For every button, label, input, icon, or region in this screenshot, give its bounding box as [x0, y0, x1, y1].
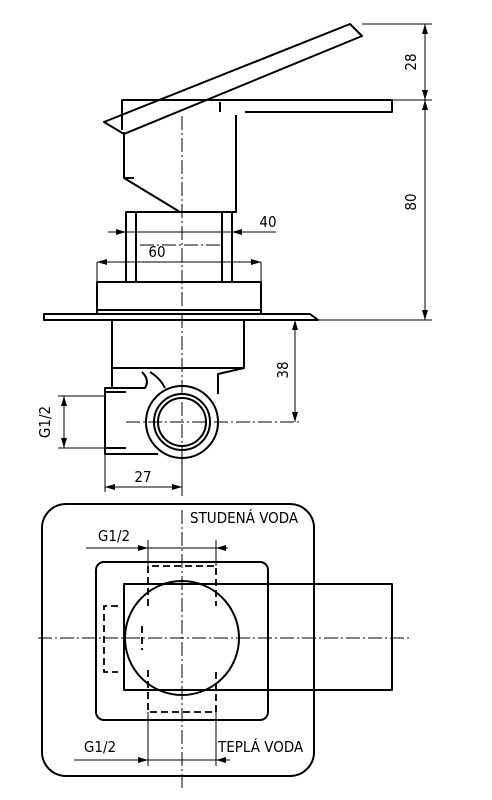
- front-bottom-thread: G1/2: [84, 738, 116, 756]
- neck: [125, 211, 233, 283]
- dim-body-width: 60: [148, 243, 165, 261]
- cold-water-label: STUDENÁ VODA: [190, 508, 299, 527]
- front-top-thread: G1/2: [98, 527, 130, 545]
- dim-neck-width: 40: [259, 213, 276, 231]
- lever-handle: [103, 23, 363, 135]
- dim-side-thread: G1/2: [36, 406, 54, 438]
- dim-port-width: 27: [134, 468, 151, 486]
- front-view: G1/2 G1/2 STUDENÁ VODA TEPLÁ VODA: [38, 503, 412, 790]
- hot-water-label: TEPLÁ VODA: [217, 737, 304, 756]
- dim-valve-depth: 38: [274, 361, 292, 378]
- dim-total-height: 80: [402, 193, 420, 210]
- lever-plate: [121, 99, 393, 113]
- dim-handle-height: 28: [402, 53, 420, 70]
- side-view: 28 80 40 60 38 G1/2 27: [36, 23, 432, 496]
- hidden-left-port: [103, 605, 118, 673]
- body-block: [96, 281, 262, 311]
- front-cover-plate: [41, 503, 315, 777]
- hidden-top-port: [147, 565, 217, 606]
- front-lever: [228, 583, 393, 691]
- valve-body: [111, 319, 245, 369]
- cartridge-cap: [123, 115, 237, 213]
- side-port: [104, 387, 158, 455]
